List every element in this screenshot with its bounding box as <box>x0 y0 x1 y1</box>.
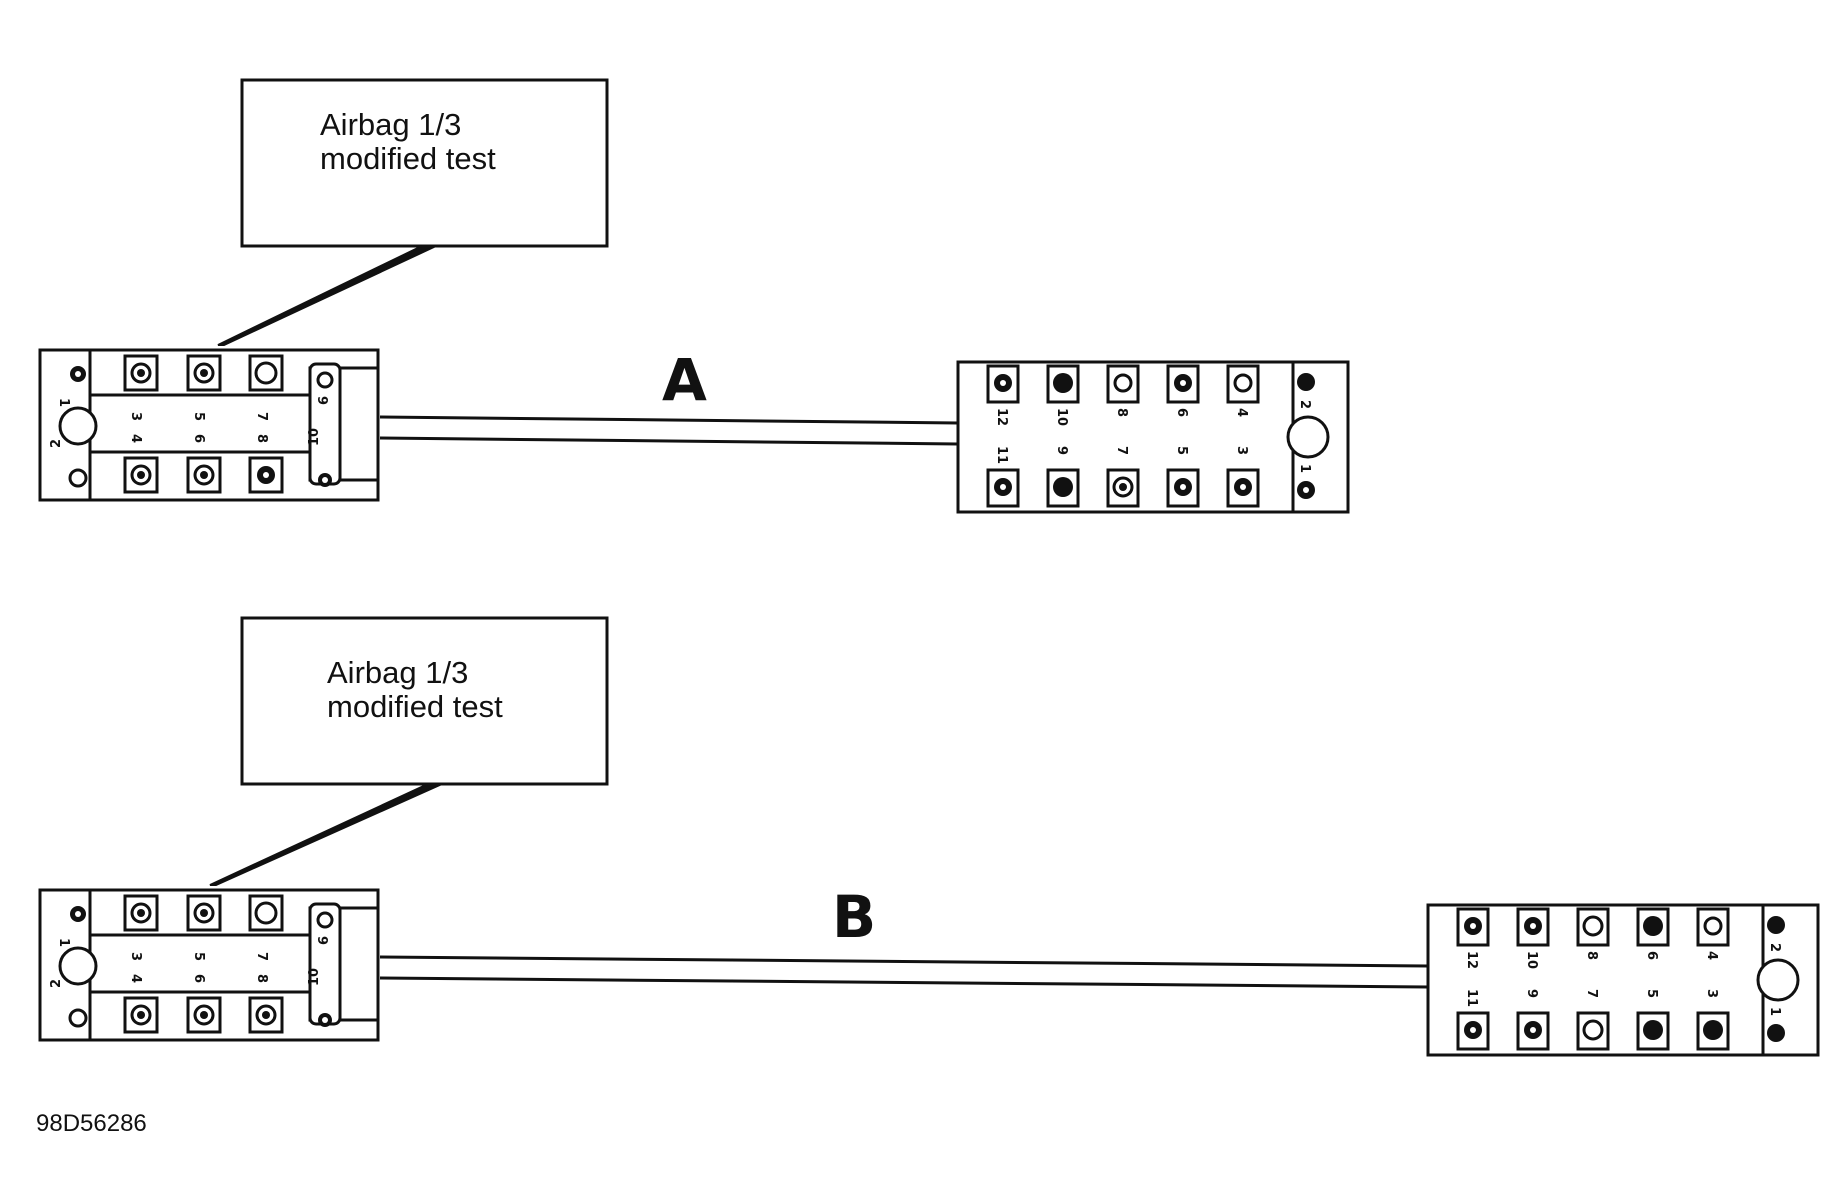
left-b-pin-8: 8 <box>254 974 269 983</box>
right-a-pin-10: 10 <box>1054 408 1069 426</box>
left-b-pin-5: 5 <box>191 952 206 961</box>
left-connector-b: 1 2 3 4 5 6 7 8 9 10 <box>38 888 380 1042</box>
left-b-pin-6: 6 <box>191 974 206 983</box>
right-connector-a: 12 11 10 9 8 7 6 5 4 3 2 1 <box>956 360 1350 514</box>
right-a-pin-7: 7 <box>1114 446 1129 455</box>
left-a-pin-8: 8 <box>254 434 269 443</box>
left-a-pin-3: 3 <box>128 412 143 421</box>
left-b-pin-1: 1 <box>56 938 71 947</box>
left-a-pin-7: 7 <box>254 412 269 421</box>
right-b-pin-4: 4 <box>1704 951 1719 960</box>
right-connector-b: 12 11 10 9 8 7 6 5 4 3 2 1 <box>1426 903 1820 1057</box>
right-a-pin-12: 12 <box>994 408 1009 426</box>
right-b-pin-2: 2 <box>1767 943 1782 952</box>
right-a-pin-11: 11 <box>994 446 1009 464</box>
left-a-pin-10: 10 <box>307 428 322 446</box>
tester-box-b-line1: Airbag 1/3 <box>327 655 468 690</box>
right-b-pin-1: 1 <box>1767 1007 1782 1016</box>
left-a-pin-6: 6 <box>191 434 206 443</box>
right-b-pin-5: 5 <box>1644 989 1659 998</box>
left-b-pin-4: 4 <box>128 974 143 983</box>
right-a-pin-3: 3 <box>1234 446 1249 455</box>
right-b-pin-8: 8 <box>1584 951 1599 960</box>
cable-a-lower <box>379 436 959 446</box>
left-b-pin-7: 7 <box>254 952 269 961</box>
right-b-pin-11: 11 <box>1464 989 1479 1007</box>
cable-a-upper <box>379 415 959 425</box>
left-a-pin-4: 4 <box>128 434 143 443</box>
tester-lead-a <box>217 245 437 346</box>
tester-box-b-line2: modified test <box>327 689 503 724</box>
left-connector-a: 1 2 3 4 5 6 7 8 9 10 <box>38 348 380 502</box>
right-b-pin-7: 7 <box>1584 989 1599 998</box>
tester-box-b <box>240 616 609 786</box>
right-b-pin-12: 12 <box>1464 951 1479 969</box>
right-a-pin-4: 4 <box>1234 408 1249 417</box>
right-a-pin-6: 6 <box>1174 408 1189 417</box>
left-b-pin-9: 9 <box>314 936 329 945</box>
left-a-pin-1: 1 <box>56 398 71 407</box>
left-a-pin-9: 9 <box>314 396 329 405</box>
right-a-pin-5: 5 <box>1174 446 1189 455</box>
right-a-pin-1: 1 <box>1297 464 1312 473</box>
label-b: B <box>832 883 876 951</box>
cable-b-lower <box>379 976 1429 989</box>
left-b-pin-10: 10 <box>307 968 322 986</box>
tester-box-a-line2: modified test <box>320 141 496 176</box>
right-b-pin-9: 9 <box>1524 989 1539 998</box>
label-a: A <box>662 346 707 414</box>
right-b-pin-10: 10 <box>1524 951 1539 969</box>
left-b-pin-2: 2 <box>49 979 64 988</box>
right-a-pin-2: 2 <box>1297 400 1312 409</box>
tester-box-a <box>240 78 609 248</box>
right-b-pin-3: 3 <box>1704 989 1719 998</box>
left-a-pin-2: 2 <box>49 439 64 448</box>
right-b-pin-6: 6 <box>1644 951 1659 960</box>
left-a-pin-5: 5 <box>191 412 206 421</box>
diagram-b: Airbag 1/3 modified test B 1 2 <box>38 616 1820 1057</box>
cable-b-upper <box>379 955 1429 968</box>
tester-lead-b <box>209 783 443 886</box>
left-b-pin-3: 3 <box>128 952 143 961</box>
right-a-pin-9: 9 <box>1054 446 1069 455</box>
figure-id: 98D56286 <box>36 1110 147 1137</box>
right-a-pin-8: 8 <box>1114 408 1129 417</box>
tester-box-a-line1: Airbag 1/3 <box>320 107 461 142</box>
diagram-a: Airbag 1/3 modified test A 1 <box>38 78 1350 514</box>
